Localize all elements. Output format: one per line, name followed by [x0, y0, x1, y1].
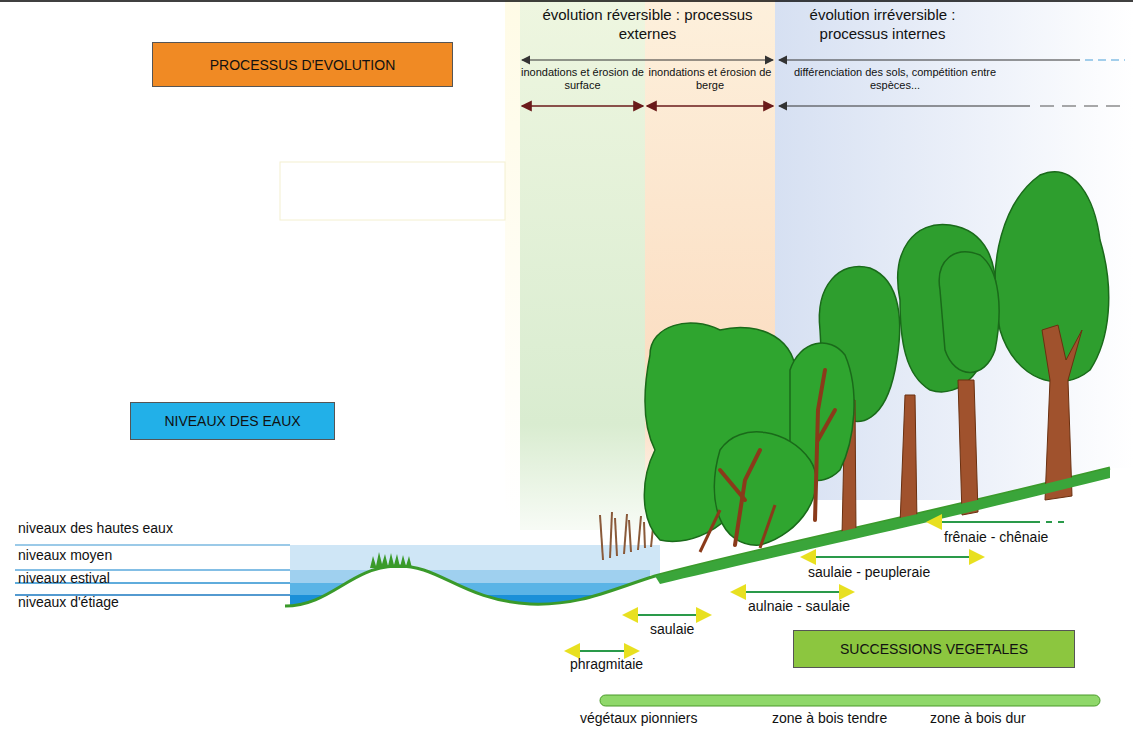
text-label: aulnaie - saulaie: [748, 598, 850, 615]
node-text: NIVEAUX DES EAUX: [164, 413, 300, 429]
node-text: SUCCESSIONS VEGETALES: [840, 641, 1028, 657]
succession-box: SUCCESSIONS VEGETALES: [793, 630, 1075, 668]
process-box: PROCESSUS D'EVOLUTION: [152, 42, 453, 87]
text-label: évolution irréversible : processus inter…: [775, 5, 990, 43]
band-surface: inondations et érosion de surface: [520, 66, 645, 96]
text-label: frênaie - chênaie: [944, 529, 1048, 546]
band-berge: inondations et érosion de berge: [645, 66, 775, 96]
node-text: inondations et érosion de surface: [520, 66, 645, 92]
text-label: niveaux des hautes eaux: [18, 520, 173, 537]
text-label: phragmitaie: [570, 656, 643, 673]
text-label: niveaux d'étiage: [18, 594, 119, 611]
node-text: différenciation des sols, compétition en…: [785, 66, 1005, 92]
text-label: végétaux pionniers: [580, 710, 698, 727]
text-label: saulaie - peupleraie: [808, 564, 930, 581]
band-internal: différenciation des sols, compétition en…: [785, 66, 1005, 96]
node-text: PROCESSUS D'EVOLUTION: [210, 57, 396, 73]
text-label: zone à bois tendre: [772, 710, 887, 727]
text-label: niveaux estival: [18, 570, 110, 587]
text-label: saulaie: [650, 621, 694, 638]
text-label: évolution réversible : processus externe…: [520, 5, 775, 43]
node-text: inondations et érosion de berge: [645, 66, 775, 92]
text-label: niveaux moyen: [18, 547, 112, 564]
text-label: zone à bois dur: [930, 710, 1026, 727]
water-box: NIVEAUX DES EAUX: [130, 402, 335, 440]
